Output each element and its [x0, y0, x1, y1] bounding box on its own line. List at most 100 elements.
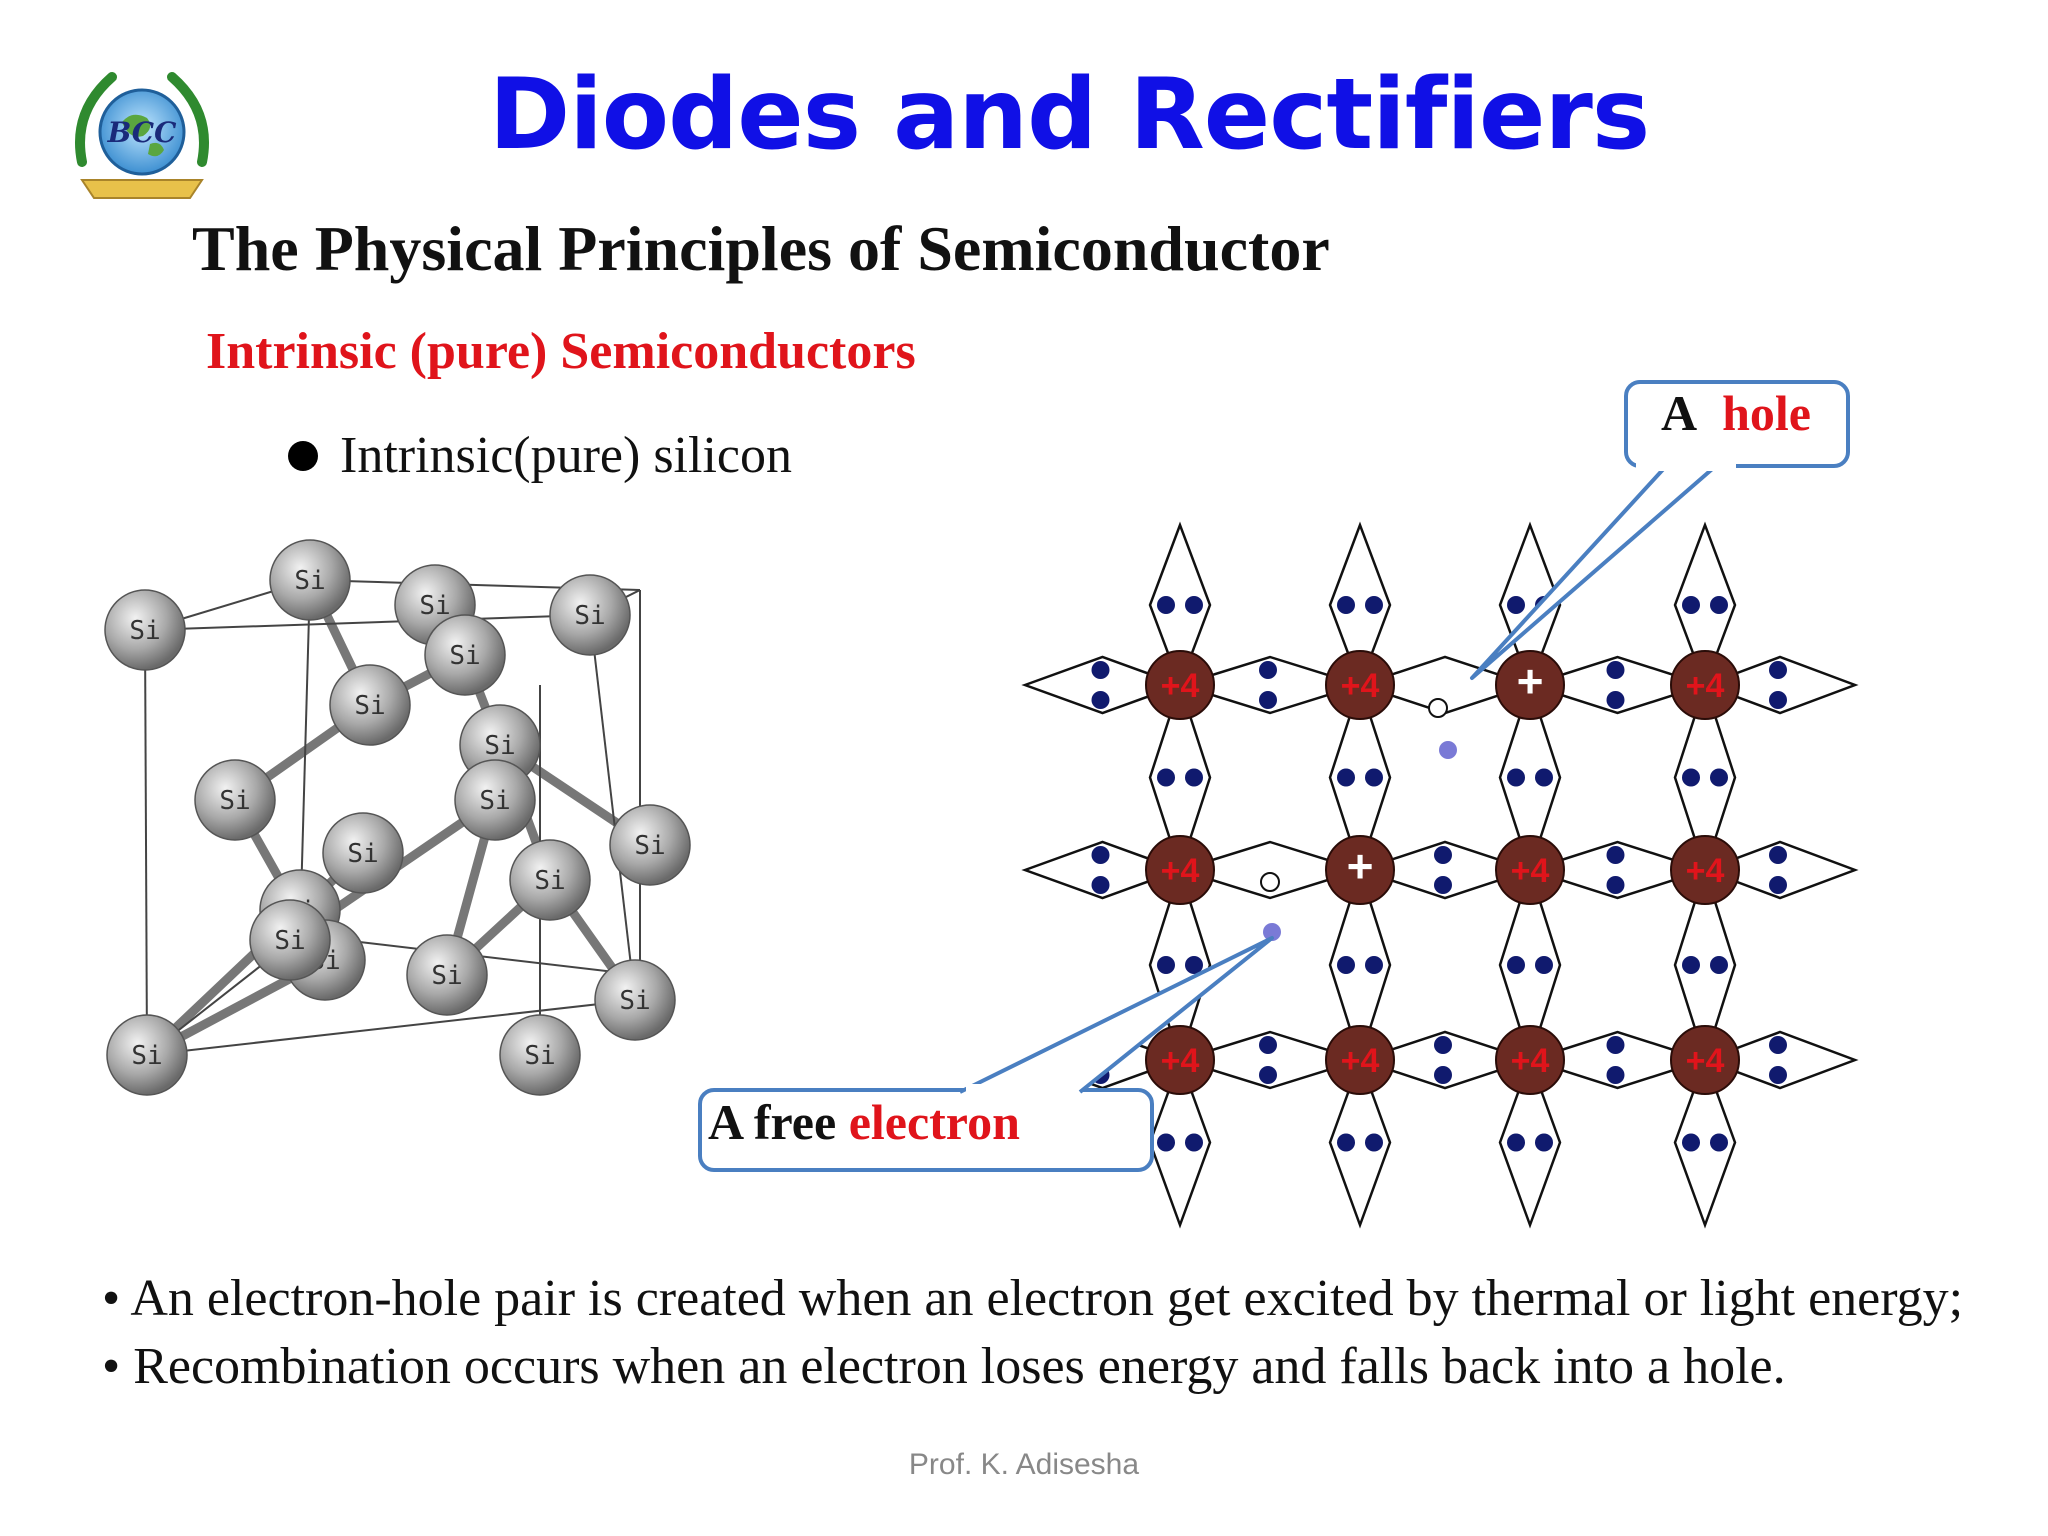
- hole-callout-highlight: hole: [1722, 385, 1812, 441]
- electron-callout-highlight: electron: [848, 1094, 1020, 1150]
- silicon-crystal-diagram: SiSiSiSiSiSiSiSiSiSiSiSiSiSiSiSiSiSiSi: [104, 539, 691, 1096]
- silicon-nucleus: +4: [1670, 650, 1740, 720]
- silicon-nucleus: +4: [1145, 1025, 1215, 1095]
- valence-electron: [1769, 846, 1787, 864]
- covalent-bond: [1701, 1030, 1859, 1090]
- valence-electron: [1337, 956, 1355, 974]
- silicon-atom-label: Si: [131, 1041, 162, 1071]
- silicon-nucleus: +4: [1145, 835, 1215, 905]
- valence-electron: [1091, 1036, 1110, 1054]
- crystal-cell-edge: [146, 999, 636, 1056]
- logo-text: BCC: [107, 116, 177, 149]
- valence-electron: [1710, 1133, 1728, 1152]
- valence-electron: [1091, 846, 1110, 864]
- valence-electron: [1769, 876, 1787, 894]
- bcc-logo-icon: BCC: [75, 72, 209, 199]
- valence-electron: [1606, 876, 1625, 894]
- silicon-atom: Si: [106, 1014, 188, 1096]
- covalent-bond: [1498, 1056, 1562, 1229]
- bullet-text: Intrinsic(pure) silicon: [340, 427, 792, 484]
- silicon-atom-label: Si: [479, 786, 510, 816]
- silicon-atom-label: Si: [449, 641, 480, 671]
- covalent-bond: [1148, 1056, 1212, 1229]
- section-heading: Intrinsic (pure) Semiconductors: [206, 323, 916, 380]
- hole-charge-label: +: [1517, 655, 1544, 707]
- bullet-item: Intrinsic(pure) silicon: [288, 426, 792, 485]
- covalent-bond: [1701, 655, 1859, 715]
- valence-electron: [1682, 1133, 1700, 1152]
- valence-electron: [1507, 596, 1525, 614]
- silicon-nucleus: +: [1495, 650, 1565, 720]
- valence-electron: [1365, 1133, 1383, 1152]
- silicon-atom: Si: [509, 839, 591, 921]
- valence-electron: [1337, 596, 1355, 614]
- hole-marker: [1428, 698, 1448, 718]
- valence-electron: [1259, 691, 1277, 709]
- footer-author: Prof. K. Adisesha: [908, 1448, 1140, 1481]
- valence-electron: [1606, 661, 1625, 679]
- hole-callout-label: A hole: [1661, 384, 1811, 442]
- silicon-atom-label: Si: [294, 566, 325, 596]
- silicon-lattice-diagram: +4+4++4+4++4+4+4+4+4+4: [1021, 521, 1859, 1229]
- free-electron: [1263, 923, 1281, 941]
- valence-electron: [1157, 596, 1175, 614]
- silicon-atom: Si: [499, 1014, 581, 1096]
- valence-electron: [1259, 1036, 1277, 1054]
- valence-electron: [1710, 596, 1728, 614]
- silicon-atom-label: Si: [524, 1041, 555, 1071]
- valence-electron: [1091, 876, 1110, 894]
- nucleus-charge-label: +4: [1341, 1042, 1380, 1080]
- valence-electron: [1337, 1133, 1355, 1152]
- silicon-atom: Si: [269, 539, 351, 621]
- valence-electron: [1606, 1036, 1625, 1054]
- crystal-cell-edge: [144, 614, 591, 631]
- silicon-atom-label: Si: [484, 731, 515, 761]
- hole-callout-prefix: A: [1661, 385, 1698, 441]
- valence-electron: [1606, 1066, 1625, 1084]
- silicon-atom-label: Si: [347, 839, 378, 869]
- valence-electron: [1507, 956, 1525, 974]
- bullet-icon: [288, 440, 318, 471]
- nucleus-charge-label: +4: [1511, 852, 1550, 890]
- nucleus-charge-label: +4: [1686, 667, 1725, 705]
- silicon-nucleus: +: [1325, 835, 1395, 905]
- covalent-bond: [1673, 1056, 1737, 1229]
- valence-electron: [1507, 768, 1525, 787]
- valence-electron: [1434, 1066, 1452, 1084]
- silicon-atom: Si: [104, 589, 186, 671]
- covalent-bond: [1328, 1056, 1392, 1229]
- valence-electron: [1365, 956, 1383, 974]
- valence-electron: [1157, 956, 1175, 974]
- valence-electron: [1535, 768, 1553, 787]
- valence-electron: [1682, 768, 1700, 787]
- silicon-atom: Si: [549, 574, 631, 656]
- silicon-nucleus: +4: [1670, 1025, 1740, 1095]
- silicon-nucleus: +4: [1495, 835, 1565, 905]
- silicon-nucleus: +4: [1325, 650, 1395, 720]
- silicon-atom-label: Si: [574, 601, 605, 631]
- silicon-atom: Si: [406, 934, 488, 1016]
- silicon-atom-label: Si: [431, 961, 462, 991]
- paragraph-electron-hole-pair: • An electron-hole pair is created when …: [102, 1270, 1964, 1327]
- valence-electron: [1769, 1066, 1787, 1084]
- page-title: Diodes and Rectifiers: [488, 58, 1650, 172]
- valence-electron: [1157, 768, 1175, 787]
- valence-electron: [1091, 1066, 1110, 1084]
- silicon-atom: Si: [454, 759, 536, 841]
- silicon-atom: Si: [194, 759, 276, 841]
- valence-electron: [1710, 768, 1728, 787]
- valence-electron: [1434, 846, 1452, 864]
- valence-electron: [1365, 768, 1383, 787]
- silicon-atom: Si: [424, 614, 506, 696]
- silicon-nucleus: +4: [1145, 650, 1215, 720]
- valence-electron: [1185, 956, 1203, 974]
- hole-charge-label: +: [1347, 840, 1374, 892]
- nucleus-charge-label: +4: [1511, 1042, 1550, 1080]
- nucleus-charge-label: +4: [1341, 667, 1380, 705]
- valence-electron: [1185, 768, 1203, 787]
- hole-marker: [1260, 872, 1280, 892]
- valence-electron: [1769, 661, 1787, 679]
- valence-electron: [1185, 1133, 1203, 1152]
- valence-electron: [1535, 1133, 1553, 1152]
- valence-electron: [1769, 1036, 1787, 1054]
